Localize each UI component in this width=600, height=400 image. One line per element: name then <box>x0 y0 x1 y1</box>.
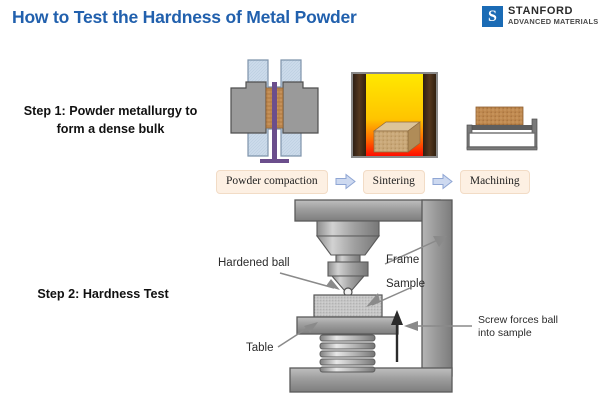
step-1-label-line1: Step 1: Powder metallurgy to <box>23 104 198 118</box>
process-flow: Powder compaction Sintering Machining <box>216 170 530 194</box>
step-1-label: Step 1: Powder metallurgy to form a dens… <box>8 103 213 139</box>
step-1-label-line2: form a dense bulk <box>56 121 165 136</box>
logo-wordmark: STANFORD ADVANCED MATERIALS <box>508 6 598 26</box>
annotation-screw-force-line2: into sample <box>478 327 532 339</box>
annotation-screw-force-line1: Screw forces ball <box>478 314 558 326</box>
logo-mark-icon: S <box>482 6 503 27</box>
powder-compaction-diagram <box>230 59 319 163</box>
hardness-tester-diagram: Hardened ball Frame Sample Table Screw f… <box>218 199 558 393</box>
annotation-frame: Frame <box>386 254 419 266</box>
flow-arrow-icon-1 <box>335 173 356 190</box>
annotation-table: Table <box>246 342 274 354</box>
step-2-label: Step 2: Hardness Test <box>37 287 169 301</box>
annotation-hardened-ball: Hardened ball <box>218 257 290 269</box>
logo-brand-name: STANFORD <box>508 5 574 18</box>
flow-step-machining[interactable]: Machining <box>459 170 530 194</box>
page-title: How to Test the Hardness of Metal Powder <box>12 7 357 27</box>
flow-step-sintering[interactable]: Sintering <box>362 170 425 194</box>
annotation-sample: Sample <box>386 278 425 290</box>
sintering-furnace-diagram <box>351 72 438 158</box>
force-direction-arrow-icon <box>391 310 403 362</box>
machining-fixture-diagram <box>466 106 538 151</box>
stanford-advanced-materials-logo: S STANFORD ADVANCED MATERIALS <box>482 6 598 27</box>
flow-arrow-icon-2 <box>432 173 453 190</box>
flow-step-powder-compaction[interactable]: Powder compaction <box>216 170 328 194</box>
logo-brand-tagline: ADVANCED MATERIALS <box>508 16 599 26</box>
